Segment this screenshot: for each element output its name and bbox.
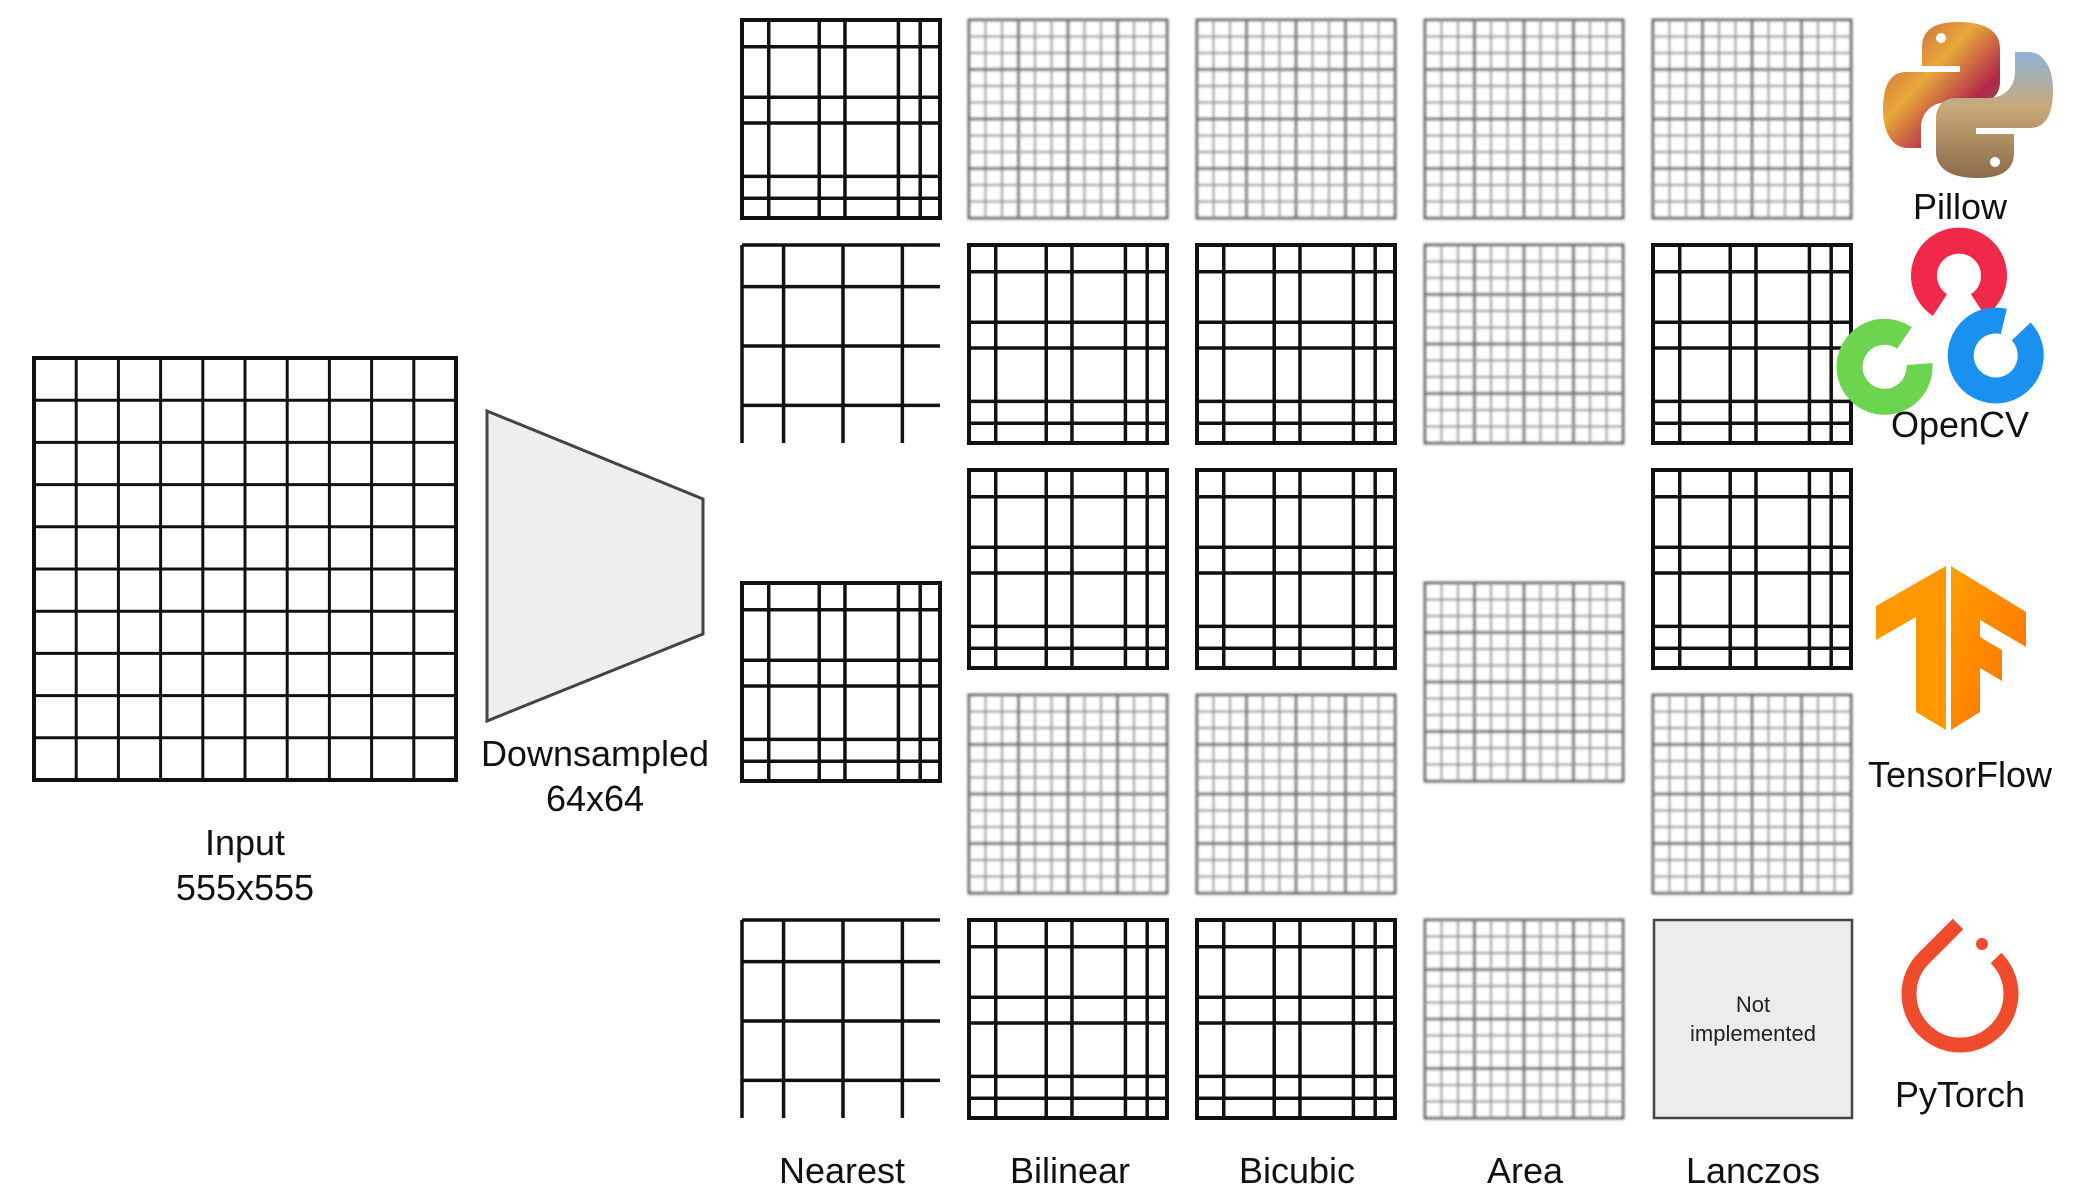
cell-pytorch-bilinear [967,918,1169,1120]
cell-opencv-lanczos [1651,243,1853,445]
cell-pytorch-bicubic [1195,918,1397,1120]
cell-tensorflow-bilinear-b [967,693,1169,895]
not-implemented-line2: implemented [1690,1021,1816,1046]
not-implemented-box [1652,918,1854,1120]
method-label-bilinear: Bilinear [1009,1150,1131,1191]
pytorch-icon [1901,918,2019,1053]
cell-opencv-bicubic [1195,243,1397,445]
downsampled-label: Downsampled 64x64 [465,731,725,821]
cell-opencv-bilinear [967,243,1169,445]
cell-tensorflow-bicubic-b [1195,693,1397,895]
cell-opencv-nearest [740,243,940,443]
input-label: Input 555x555 [140,820,350,910]
cell-pillow-lanczos [1651,18,1853,220]
cell-pytorch-nearest [740,918,940,1118]
method-label-nearest: Nearest [778,1150,906,1191]
cell-tensorflow-area [1423,581,1625,783]
cell-pytorch-area [1423,918,1625,1120]
cell-pillow-nearest [740,18,942,220]
input-grid [32,356,458,782]
library-label-tensorflow: TensorFlow [1867,754,2053,795]
library-label-pillow: Pillow [1912,186,2008,227]
input-size: 555x555 [175,867,315,908]
library-label-pytorch: PyTorch [1894,1074,2026,1115]
downsampler-trapezoid [485,408,705,724]
cell-pillow-bicubic [1195,18,1397,220]
cell-tensorflow-lanczos-a [1651,468,1853,670]
not-implemented-text: Not implemented [1654,990,1852,1048]
result-grid [740,18,1853,1120]
downsampled-size: 64x64 [545,778,645,819]
cell-tensorflow-lanczos-b [1651,693,1853,895]
cell-opencv-area [1423,243,1625,445]
cell-pillow-area [1423,18,1625,220]
library-label-opencv: OpenCV [1890,404,2030,445]
python-pillow-icon [1883,22,2053,178]
not-implemented-line1: Not [1735,992,1771,1017]
input-title: Input [204,822,286,863]
method-label-lanczos: Lanczos [1685,1150,1821,1191]
cell-tensorflow-bilinear-a [967,468,1169,670]
tensorflow-icon [1876,566,2026,730]
cell-tensorflow-bicubic-a [1195,468,1397,670]
method-label-bicubic: Bicubic [1238,1150,1356,1191]
method-label-area: Area [1486,1150,1564,1191]
opencv-icon [1836,227,2044,415]
cell-tensorflow-nearest [740,581,942,783]
cell-pillow-bilinear [967,18,1169,220]
downsampled-title: Downsampled [480,733,710,774]
